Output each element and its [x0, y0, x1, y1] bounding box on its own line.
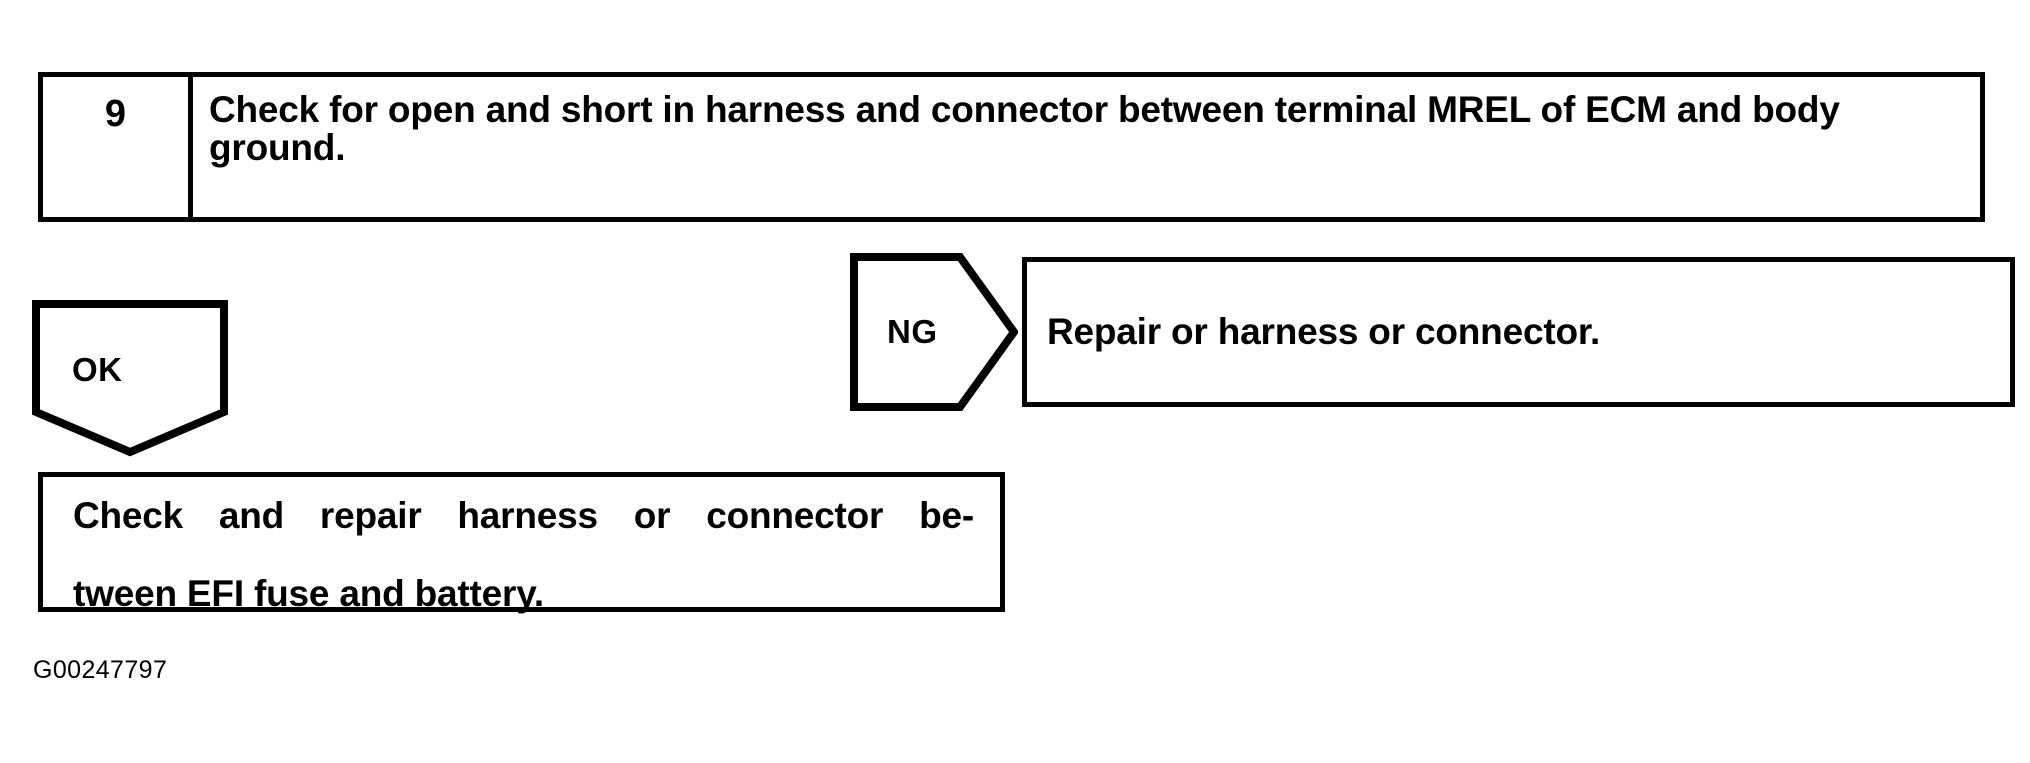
ng-result-box: Repair or harness or connector.	[1022, 257, 2015, 407]
ok-branch-pentagon	[32, 300, 228, 458]
ng-branch-label: NG	[887, 313, 938, 350]
ok-result-line-1: Check and repair harness or connector be…	[73, 495, 974, 536]
ok-result-text: Check and repair harness or connector be…	[73, 496, 974, 614]
step-instruction-cell: Check for open and short in harness and …	[193, 77, 1980, 217]
step-number: 9	[104, 93, 127, 135]
ng-result-text: Repair or harness or connector.	[1047, 310, 1601, 352]
step-instruction-text: Check for open and short in harness and …	[209, 89, 1840, 169]
ok-result-line-2: tween EFI fuse and battery.	[73, 573, 544, 615]
ok-branch-label: OK	[72, 351, 123, 388]
ng-branch-pentagon	[850, 253, 1018, 411]
step-number-cell: 9	[43, 77, 193, 217]
figure-id-caption: G00247797	[33, 656, 168, 684]
step-row-9: 9 Check for open and short in harness an…	[38, 72, 1985, 222]
ok-result-box: Check and repair harness or connector be…	[38, 472, 1005, 614]
